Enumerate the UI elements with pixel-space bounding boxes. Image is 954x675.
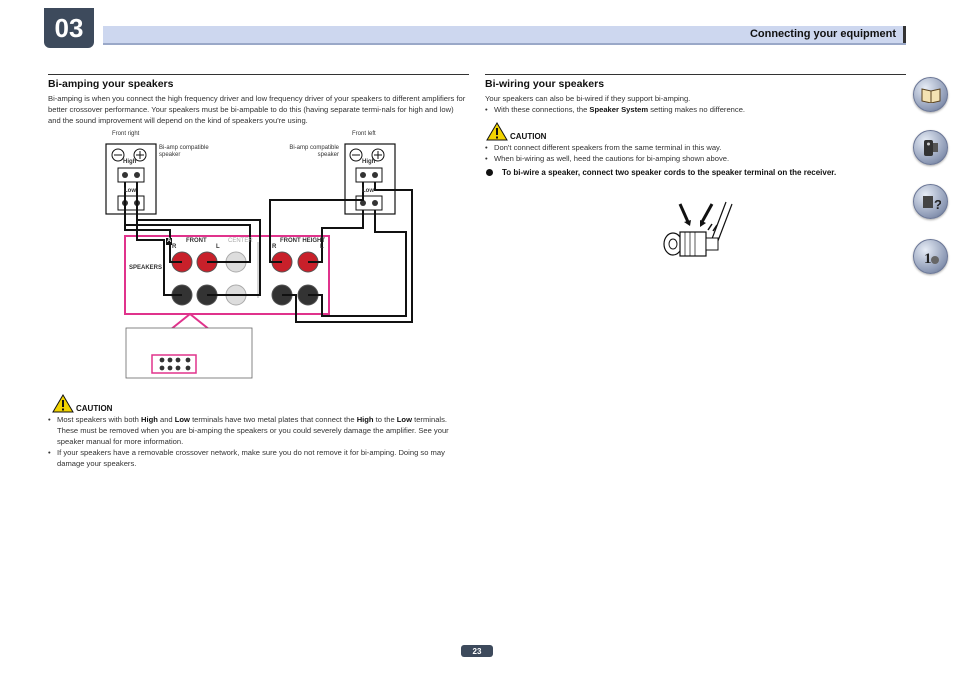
label-l-height: L [320, 244, 324, 250]
svg-text:1: 1 [924, 251, 932, 267]
right-instruction: To bi-wire a speaker, connect two speake… [486, 167, 902, 178]
section-title: Connecting your equipment [749, 28, 896, 40]
header-cap [903, 26, 906, 43]
section-header-bar: Connecting your equipment [103, 26, 906, 45]
right-heading-rule [485, 74, 906, 75]
receiver-terminal-panel [124, 235, 330, 315]
label-front-right: Front right [112, 131, 140, 137]
label-high-right: High [362, 159, 376, 165]
label-l-front: L [216, 244, 220, 250]
label-speakers: SPEAKERS [129, 265, 163, 271]
label-a: A [166, 238, 173, 245]
left-caution-bullet-1: Most speakers with both High and Low ter… [48, 414, 462, 447]
right-caution-bullet-1: Don't connect different speakers from th… [485, 142, 894, 153]
label-front-left: Front left [352, 131, 376, 137]
right-caution-heading: CAUTION [486, 122, 546, 141]
label-low-left: Low [124, 188, 136, 194]
label-front-height: FRONT HEIGHT [280, 238, 325, 244]
page-number: 23 [461, 645, 493, 657]
left-heading-rule [48, 74, 469, 75]
instruction-bullet [486, 169, 493, 176]
right-caution-bullet-2: When bi-wiring as well, heed the caution… [485, 153, 894, 164]
remote-icon[interactable] [913, 130, 948, 165]
label-high-left: High [123, 159, 137, 165]
left-caution-label: CAUTION [76, 404, 113, 413]
chapter-number: 03 [44, 8, 94, 48]
bi-amping-diagram [105, 143, 413, 379]
left-heading: Bi-amping your speakers [48, 78, 174, 90]
info-icon[interactable]: 1 [913, 239, 948, 274]
right-bullet-speaker-system: With these connections, the Speaker Syst… [485, 104, 894, 115]
label-biamp-right: Bi-amp compatible speaker [289, 145, 339, 158]
question-icon[interactable]: ? [913, 184, 948, 219]
book-icon[interactable] [913, 77, 948, 112]
right-heading: Bi-wiring your speakers [485, 78, 605, 90]
warning-icon [486, 122, 508, 141]
label-front: FRONT [186, 238, 207, 244]
left-caution-bullet-2: If your speakers have a removable crosso… [48, 447, 465, 469]
right-caution-label: CAUTION [510, 132, 547, 141]
left-caution-heading: CAUTION [52, 394, 112, 413]
label-r-front: R [172, 244, 177, 250]
left-intro: Bi-amping is when you connect the high f… [48, 94, 466, 125]
label-r-height: R [272, 244, 277, 250]
label-low-right: Low [362, 188, 374, 194]
warning-icon [52, 394, 74, 413]
label-center: CENTER [228, 238, 253, 244]
right-intro: Your speakers can also be bi-wired if th… [485, 94, 691, 103]
label-biamp-left: Bi-amp compatible speaker [159, 145, 209, 158]
svg-text:?: ? [934, 197, 941, 212]
bi-wire-terminal-illustration [663, 201, 733, 257]
